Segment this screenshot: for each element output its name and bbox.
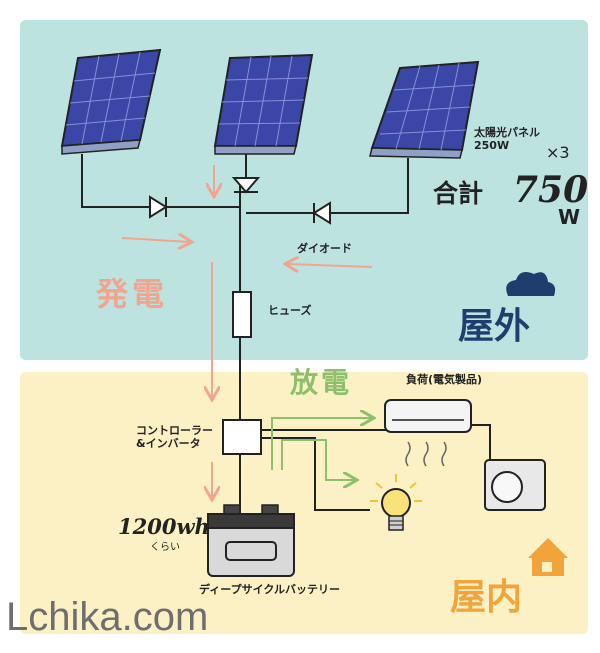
total-value: 750	[513, 169, 589, 211]
capacity-label: 1200wh	[118, 514, 210, 539]
indoor-area	[20, 372, 588, 634]
total-unit: W	[558, 205, 581, 229]
outdoor-label: 屋外	[458, 306, 531, 347]
capacity-approx-label: くらい	[150, 542, 180, 553]
solar-panel-icon	[213, 53, 314, 155]
controller-label-line1: コントローラー	[136, 424, 213, 437]
generation-arrows	[121, 165, 373, 498]
cloud-icon	[506, 272, 556, 296]
solar-panel-icon	[60, 48, 162, 155]
air-conditioner-icon	[384, 399, 472, 467]
generation-label: 発電	[96, 275, 169, 313]
discharge-label: 放電	[290, 366, 353, 399]
solar-panel-icon	[369, 60, 480, 159]
diode-icon	[149, 195, 168, 219]
panel-multiplier: ×3	[546, 143, 570, 162]
solar-panel-watt: 250W	[474, 138, 510, 152]
light-bulb-icon	[370, 474, 422, 531]
fuse-icon	[232, 291, 252, 338]
controller-label-line2: &インバータ	[136, 436, 201, 450]
load-label: 負荷(電気製品)	[406, 373, 483, 386]
battery-icon	[207, 504, 295, 577]
solar-panel-label: 太陽光パネル	[474, 126, 540, 139]
controller-icon	[222, 419, 262, 455]
fuse-label: ヒューズ	[268, 304, 312, 317]
battery-label: ディープサイクルバッテリー	[199, 583, 341, 596]
watermark: Lchika.com	[6, 595, 209, 639]
diode-label: ダイオード	[297, 242, 352, 255]
diode-icon	[312, 201, 331, 225]
diode-icon	[231, 177, 261, 194]
indoor-label: 屋内	[450, 577, 523, 618]
total-prefix: 合計	[433, 179, 484, 208]
house-icon	[528, 538, 568, 576]
outdoor-unit-icon	[484, 459, 546, 511]
discharge-arrows	[271, 418, 372, 480]
